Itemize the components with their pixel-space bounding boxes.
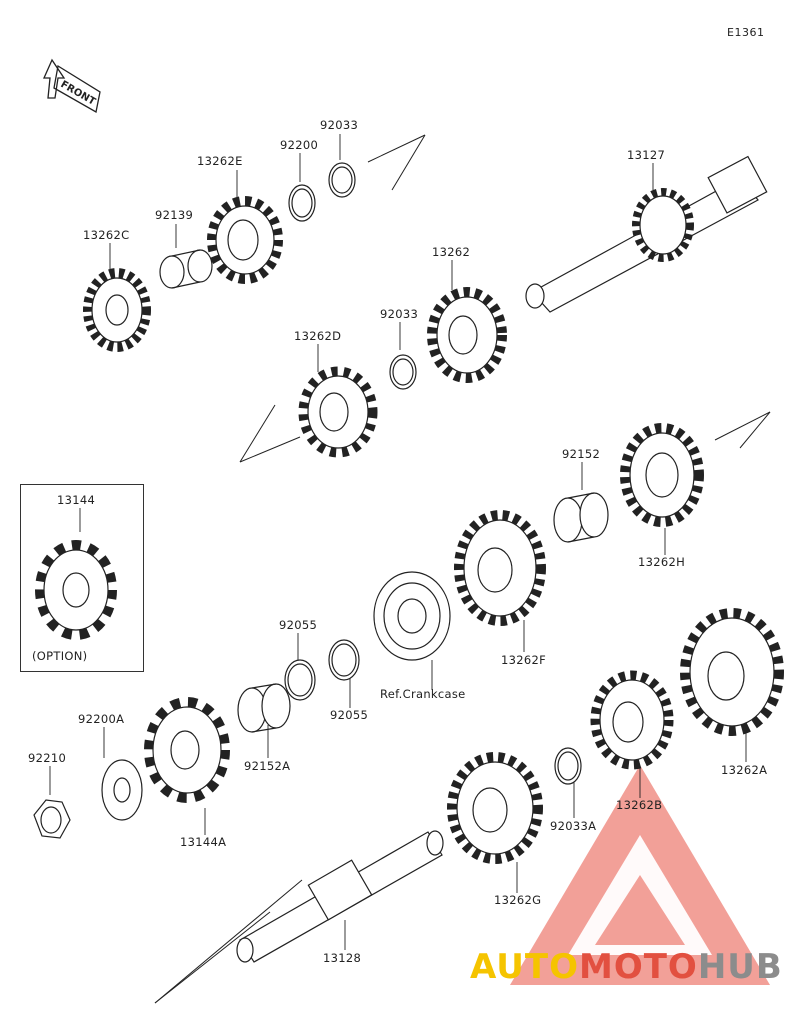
part-label-13262H[interactable]: 13262H — [638, 555, 686, 569]
part-label-92055-a[interactable]: 92055 — [279, 618, 318, 632]
logo-part-auto: AUTO — [470, 947, 579, 987]
part-label-92033-b[interactable]: 92033 — [380, 307, 419, 321]
ref-crankcase-label: Ref.Crankcase — [380, 687, 466, 701]
part-label-92200A[interactable]: 92200A — [78, 712, 125, 726]
part-label-13262A[interactable]: 13262A — [721, 763, 768, 777]
part-label-92152A[interactable]: 92152A — [244, 759, 291, 773]
part-label-92033A[interactable]: 92033A — [550, 819, 597, 833]
part-label-13144[interactable]: 13144 — [57, 493, 96, 507]
part-label-13262F[interactable]: 13262F — [501, 653, 546, 667]
part-label-92200[interactable]: 92200 — [280, 138, 319, 152]
part-label-13262[interactable]: 13262 — [432, 245, 471, 259]
front-arrow-icon — [42, 58, 101, 114]
part-label-13127[interactable]: 13127 — [627, 148, 666, 162]
logo-part-moto: MOTO — [578, 947, 698, 987]
part-label-13262D[interactable]: 13262D — [294, 329, 342, 343]
part-label-13262B[interactable]: 13262B — [616, 798, 663, 812]
part-label-13262C[interactable]: 13262C — [83, 228, 130, 242]
option-label: (OPTION) — [32, 649, 88, 663]
part-label-92033[interactable]: 92033 — [320, 118, 359, 132]
part-label-92139[interactable]: 92139 — [155, 208, 194, 222]
watermark-logo: AUTOMOTOHUB — [470, 950, 783, 984]
part-label-92152[interactable]: 92152 — [562, 447, 601, 461]
part-label-92055-b[interactable]: 92055 — [330, 708, 369, 722]
diagram-code: E1361 — [727, 26, 765, 39]
part-label-13262G[interactable]: 13262G — [494, 893, 542, 907]
part-label-92210[interactable]: 92210 — [28, 751, 67, 765]
logo-part-hub: HUB — [697, 947, 783, 987]
option-box — [20, 484, 144, 672]
part-label-13262E[interactable]: 13262E — [197, 154, 243, 168]
part-label-13128[interactable]: 13128 — [323, 951, 362, 965]
part-label-13144A[interactable]: 13144A — [180, 835, 227, 849]
